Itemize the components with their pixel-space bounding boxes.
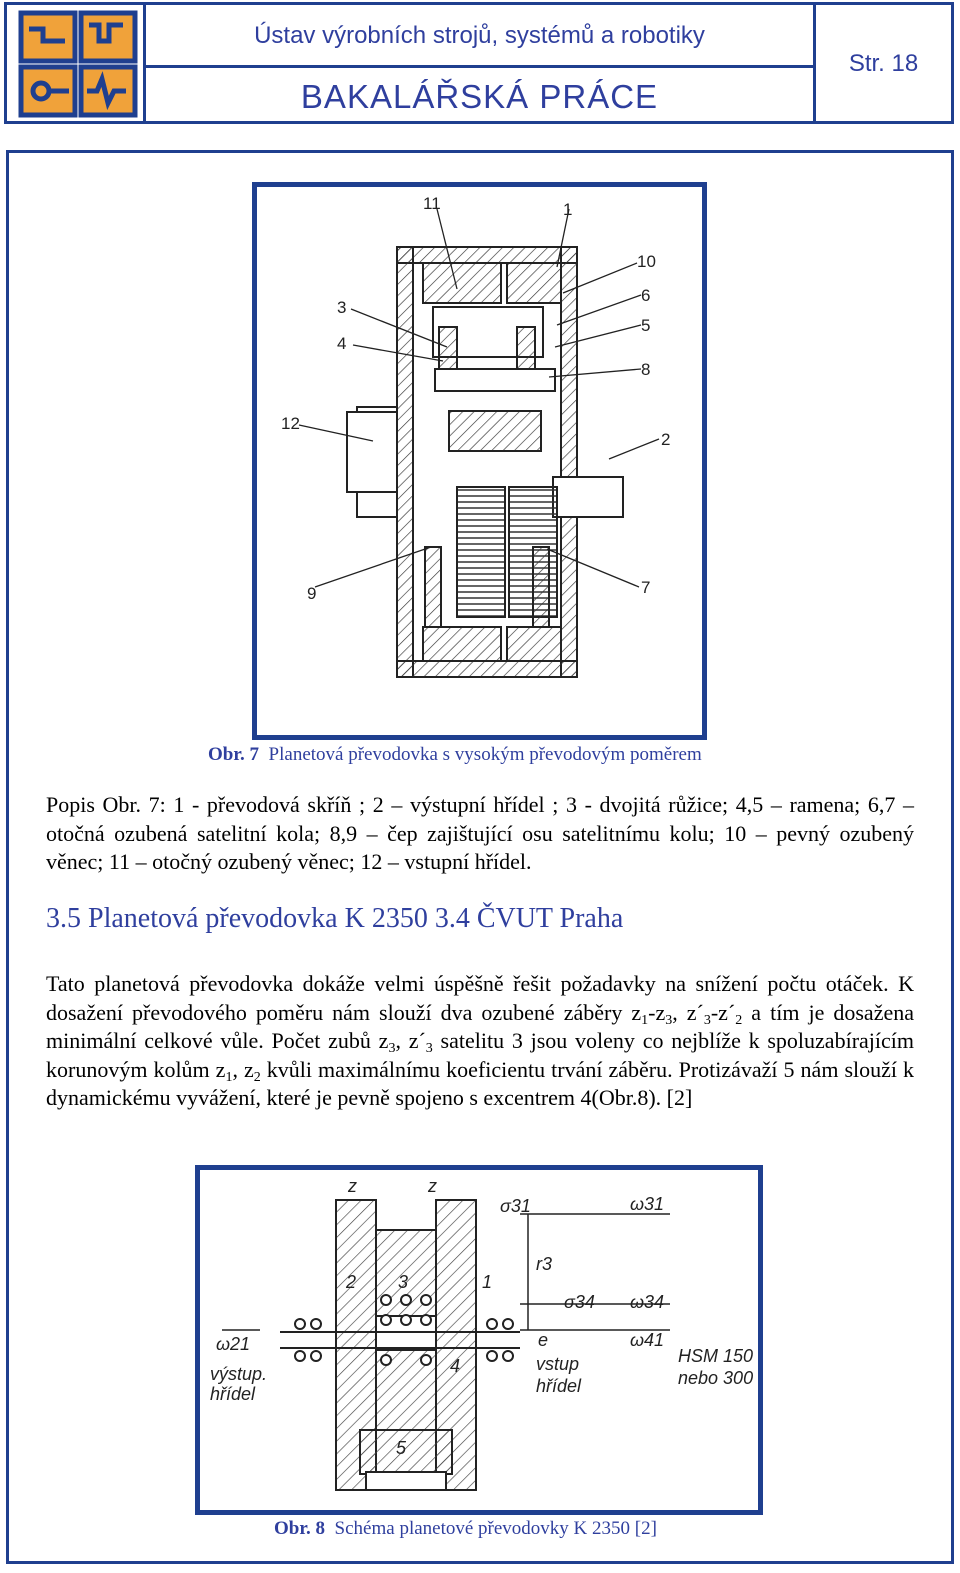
thesis-type: BAKALÁŘSKÁ PRÁCE [300, 78, 659, 115]
figure-8-caption: Obr. 8 Schéma planetové převodovky K 235… [274, 1518, 657, 1540]
fig8-label-1: 1 [482, 1272, 492, 1292]
fig8-label-sigma34: σ34 [564, 1292, 595, 1312]
figure-7-title: Planetová převodovka s vysokým převodový… [268, 744, 702, 765]
text-run: 3 [665, 1012, 673, 1028]
page-number: Str. 18 [848, 50, 919, 77]
fig8-label-z1: z [427, 1176, 437, 1196]
fig8-label-3: 3 [398, 1272, 408, 1292]
fig8-label-input: vstup [536, 1354, 579, 1374]
institute-name: Ústav výrobních strojů, systémů a roboti… [146, 5, 813, 68]
fig8-label-hsm2: nebo 300 [678, 1368, 753, 1388]
text-run: , z [232, 1056, 254, 1082]
logo-icon [18, 10, 138, 118]
figure-7-number: Obr. 7 [208, 744, 260, 765]
fig7-label: 11 [423, 194, 441, 213]
fig8-label-omega41: ω41 [630, 1330, 664, 1350]
fig7-label: 12 [281, 414, 300, 433]
fig8-label-input2: hřídel [536, 1376, 582, 1396]
fig8-label-output2: hřídel [210, 1384, 256, 1404]
text-run: 2 [253, 1069, 261, 1085]
text-run: -z´ [710, 999, 736, 1025]
section-heading: 3.5 Planetová převodovka K 2350 3.4 ČVUT… [46, 903, 624, 934]
text-run: 1 [225, 1069, 233, 1085]
figure-8-title: Schéma planetové převodovky K 2350 [2] [334, 1518, 657, 1539]
fig7-label: 6 [641, 286, 650, 305]
text-run: 1 [641, 1012, 649, 1028]
text-run: , z´ [395, 1028, 426, 1053]
text-run: satelitu 3 jsou voleny co nejblíže k spo… [46, 1028, 914, 1082]
text-run: 2 [735, 1012, 743, 1028]
fig8-label-z2: z [347, 1176, 357, 1196]
text-run: 3 [425, 1041, 433, 1056]
text-run: , z´ [672, 999, 704, 1025]
figure-7-description: Popis Obr. 7: 1 - převodová skříň ; 2 – … [46, 791, 914, 877]
text-run: Tato planetová převodovka dokáže velmi ú… [46, 971, 914, 1025]
description-lead: Popis Obr. 7: [46, 792, 166, 817]
institute-logo [7, 5, 146, 121]
fig8-label-omega21: ω21 [216, 1334, 250, 1354]
fig7-label: 1 [563, 200, 572, 219]
fig8-label-5: 5 [396, 1438, 407, 1458]
description-text: 1 - převodová skříň ; 2 – výstupní hříde… [46, 792, 915, 874]
text-run: kvůli maximálnímu koeficientu trvání záb… [46, 1056, 914, 1111]
fig8-label-sigma31: σ31 [500, 1196, 531, 1216]
fig8-label-omega31: ω31 [630, 1194, 664, 1214]
figure-7-drawing: 11 1 10 6 5 8 3 4 12 2 9 7 [252, 182, 707, 740]
section-paragraph: Tato planetová převodovka dokáže velmi ú… [46, 970, 914, 1113]
text-run: 3 [388, 1041, 396, 1056]
fig7-label: 10 [637, 252, 656, 271]
fig8-label-e: e [538, 1330, 548, 1350]
page-header: Ústav výrobních strojů, systémů a roboti… [4, 2, 954, 124]
fig8-label-4: 4 [450, 1356, 460, 1376]
fig7-label: 3 [337, 298, 346, 317]
text-run: 3 [703, 1012, 711, 1028]
fig7-label: 8 [641, 360, 650, 379]
fig7-label: 4 [337, 334, 346, 353]
fig8-label-output: výstup. [210, 1364, 267, 1384]
figure-8-drawing: z z σ31 ω31 r3 σ34 ω34 e ω41 ω21 výstup.… [195, 1165, 763, 1515]
fig7-label: 2 [661, 430, 670, 449]
text-run: -z [648, 999, 666, 1025]
text-run: a tím je dosažena minimální celkové vůle… [46, 999, 914, 1054]
fig8-label-hsm: HSM 150 [678, 1346, 753, 1366]
fig7-label: 5 [641, 316, 650, 335]
header-title-block: Ústav výrobních strojů, systémů a roboti… [146, 5, 816, 121]
fig7-label: 9 [307, 584, 316, 603]
fig8-label-2: 2 [345, 1272, 356, 1292]
content-frame [6, 150, 954, 1564]
figure-8-number: Obr. 8 [274, 1518, 326, 1539]
fig8-label-omega34: ω34 [630, 1292, 664, 1312]
fig7-label: 7 [641, 578, 650, 597]
fig8-label-r3: r3 [536, 1254, 552, 1274]
figure-7-caption: Obr. 7 Planetová převodovka s vysokým př… [208, 744, 702, 766]
